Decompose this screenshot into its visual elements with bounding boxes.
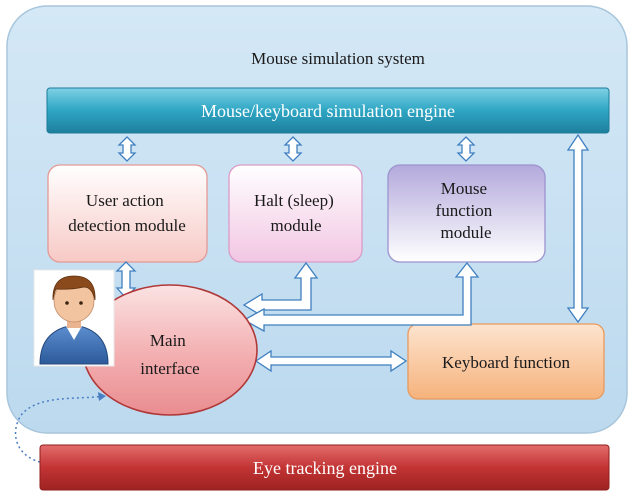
eye-connector-arrowhead	[98, 392, 106, 401]
halt-sleep-label: Halt (sleep) module	[254, 191, 338, 235]
main-interface-label: Main interface	[140, 331, 199, 378]
eye-tracking-engine-bar	[39, 444, 610, 491]
main-keyboard-arrow	[254, 349, 408, 373]
user-action-detection-label: User action detection module	[68, 191, 186, 235]
keyboard-function-label: Keyboard function	[442, 353, 570, 372]
engine-halt-arrow	[283, 136, 303, 162]
simulation-engine-bar	[46, 87, 610, 134]
user-action-detection-module	[47, 164, 208, 263]
mouse-function-module	[387, 164, 546, 263]
system-title: Mouse simulation system	[251, 49, 425, 68]
eye-tracking-engine-label: Eye tracking engine	[253, 458, 397, 478]
connector-arrows	[115, 133, 590, 373]
keyboard-function-module	[407, 323, 605, 400]
mouse-function-label: Mouse function module	[436, 179, 497, 242]
engine-user-action-arrow	[117, 136, 137, 162]
halt-sleep-module	[228, 164, 363, 263]
engine-keyboard-arrow	[566, 133, 590, 324]
simulation-engine-label: Mouse/keyboard simulation engine	[201, 101, 455, 121]
user-avatar-icon	[33, 269, 115, 367]
halt-main-arrow	[242, 261, 319, 318]
engine-mouse-function-arrow	[456, 136, 476, 162]
eye-to-main-connector	[14, 395, 105, 463]
